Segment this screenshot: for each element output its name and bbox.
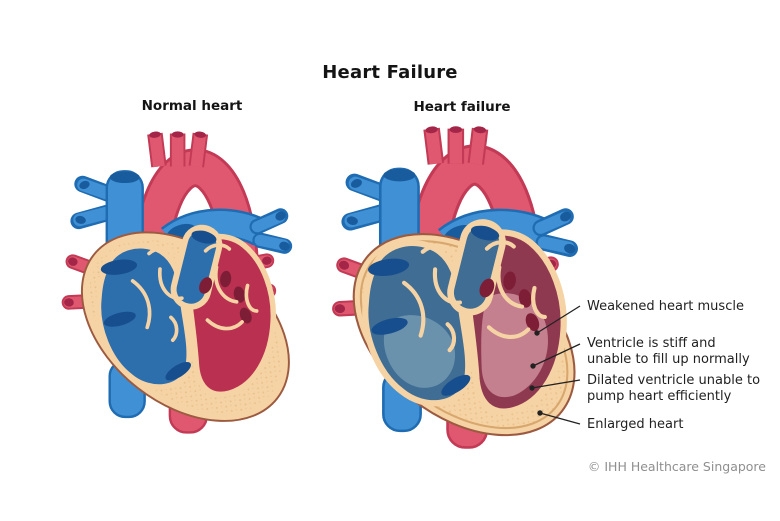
- failure-heart-illustration: [332, 126, 578, 449]
- annotation-weakened-heart-muscle: Weakened heart muscle: [587, 299, 744, 314]
- annotation-enlarged-heart: Enlarged heart: [587, 417, 684, 432]
- normal-heart-illustration: [61, 131, 293, 434]
- annotation-dilated-ventricle: Dilated ventricle unable to pump heart e…: [587, 373, 761, 404]
- copyright-text: © IHH Healthcare Singapore: [587, 459, 766, 474]
- normal-heart-label: Normal heart: [141, 98, 243, 114]
- failure-heart-label: Heart failure: [413, 99, 511, 115]
- page-title: Heart Failure: [322, 62, 458, 83]
- annotation-stiff-ventricle: Ventricle is stiff and unable to fill up…: [587, 336, 750, 367]
